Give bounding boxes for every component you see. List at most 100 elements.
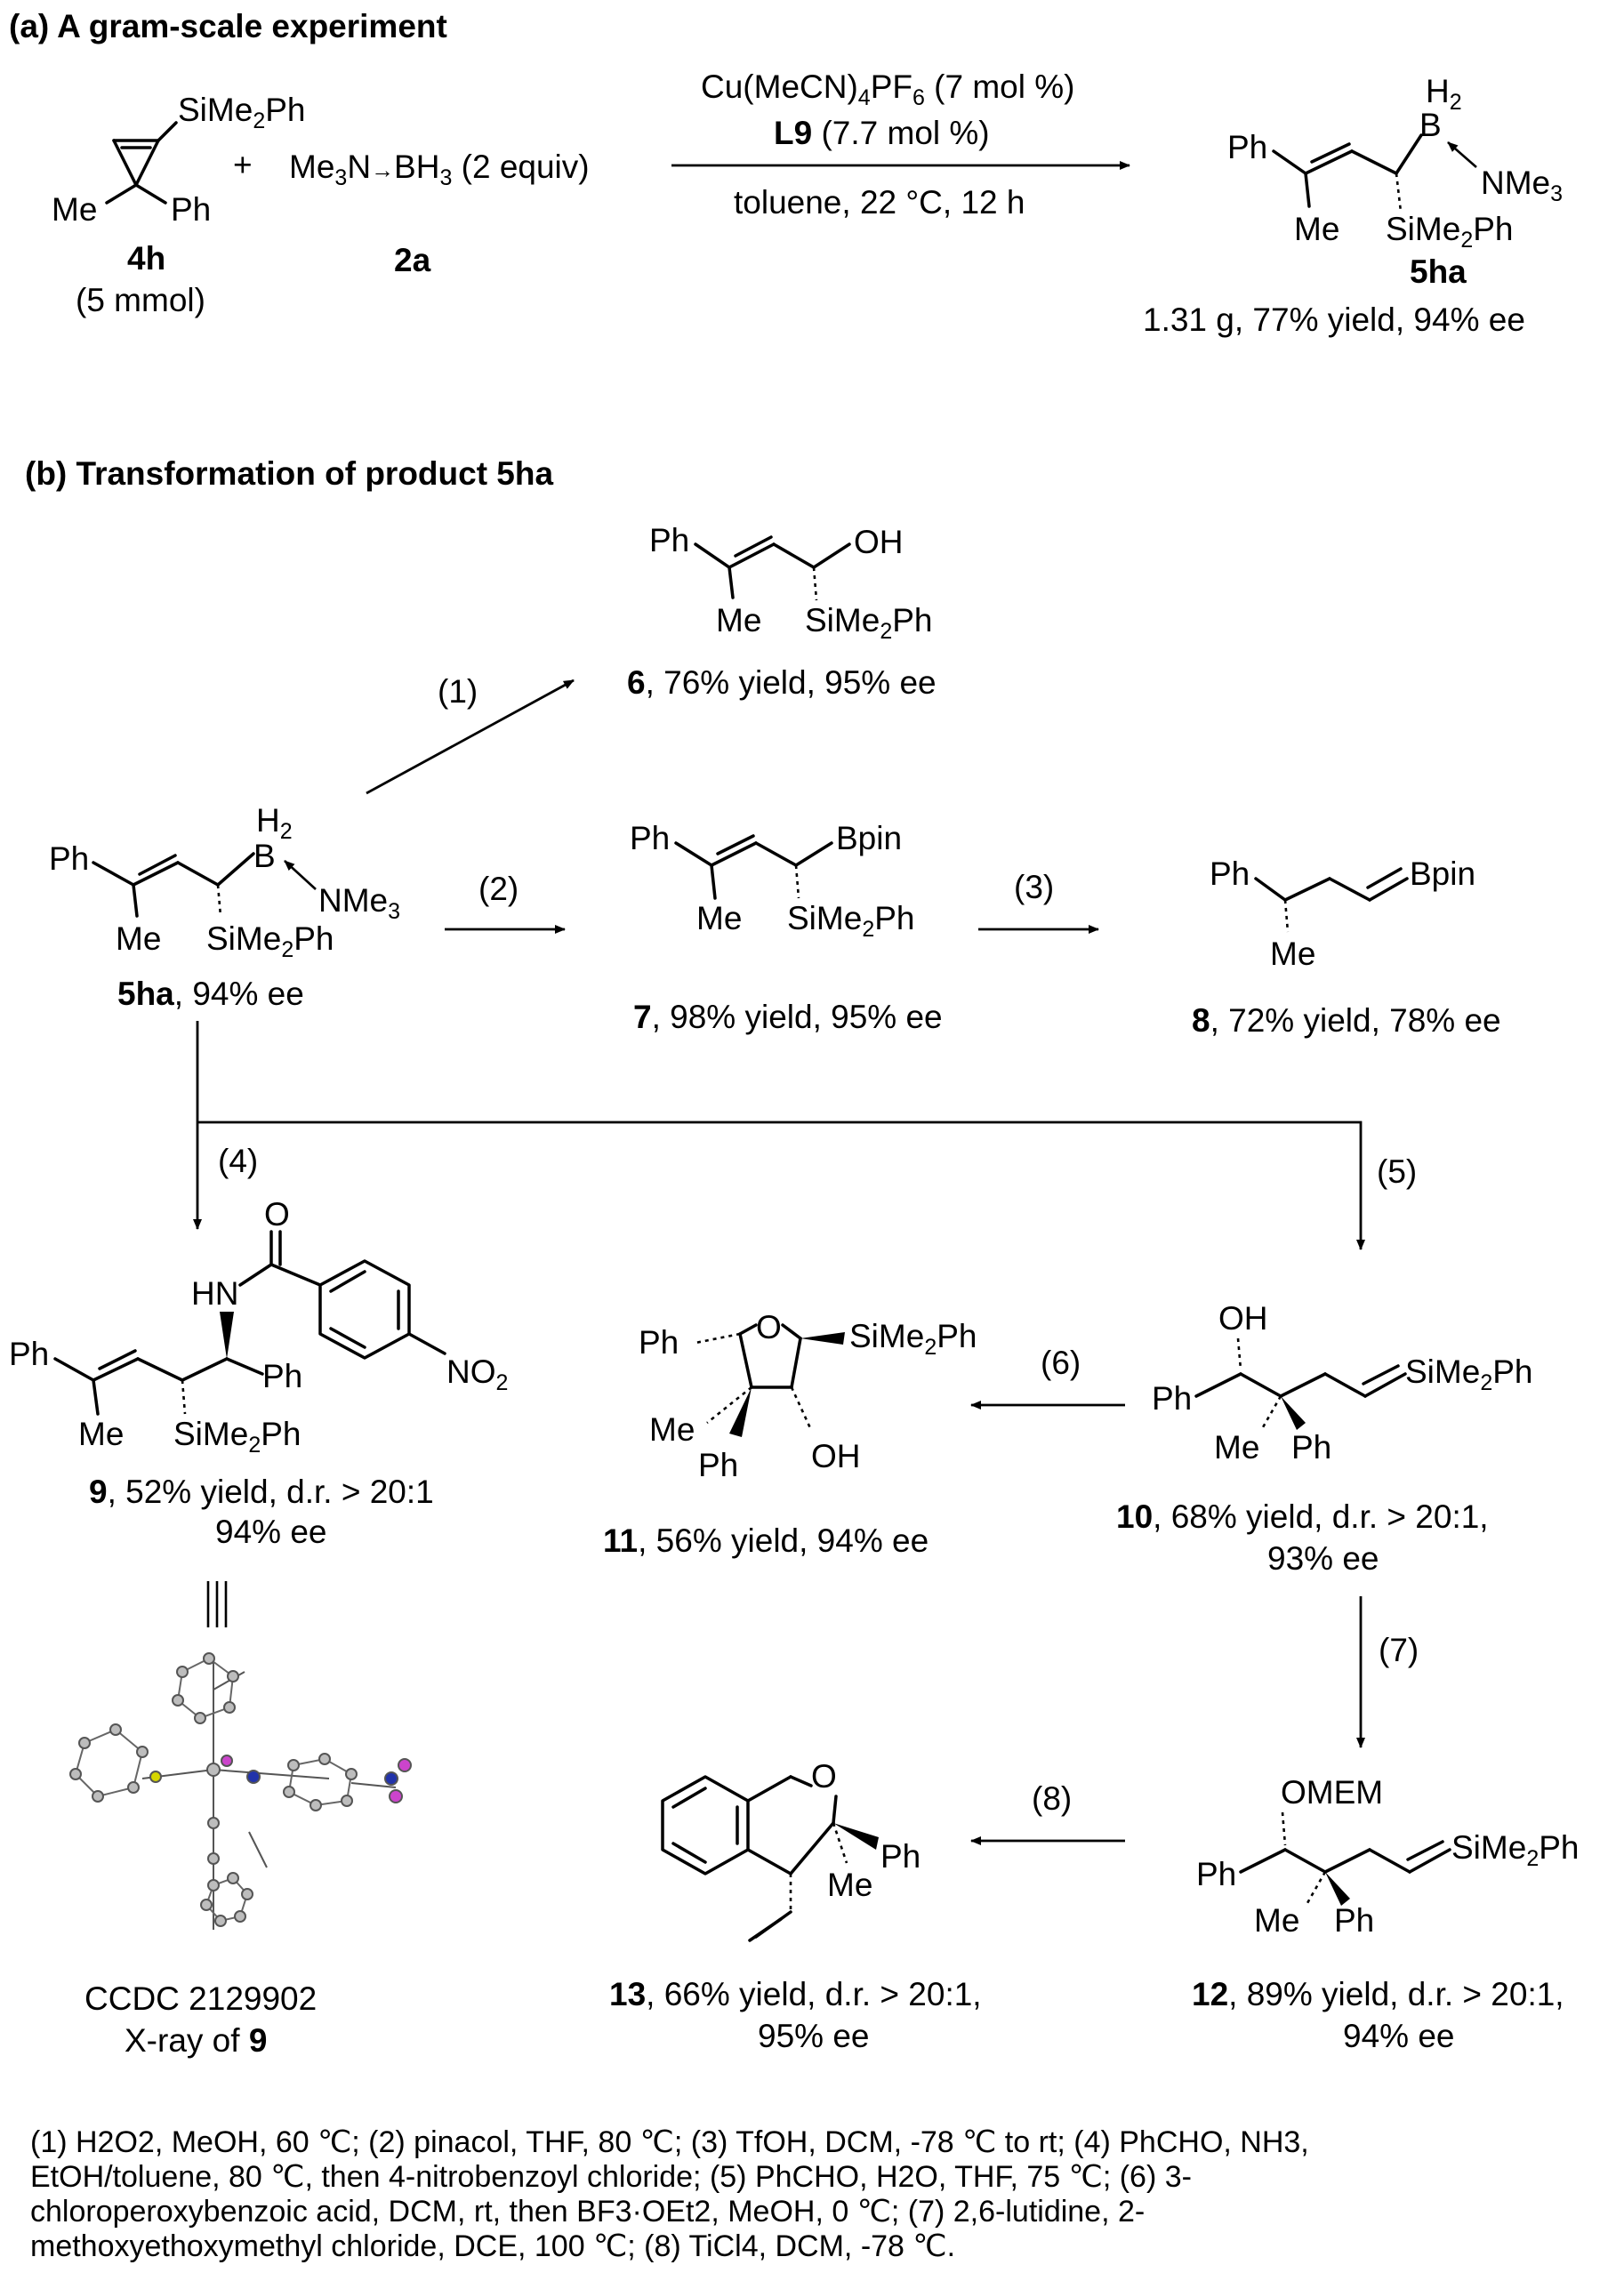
svg-text:NMe3: NMe3 xyxy=(1481,165,1563,206)
svg-text:Ph: Ph xyxy=(649,522,689,558)
svg-text:Ph: Ph xyxy=(1227,129,1267,165)
svg-text:SiMe2Ph: SiMe2Ph xyxy=(849,1318,977,1360)
section-b-title: (b) Transformation of product 5ha xyxy=(25,455,553,492)
conditions-text: toluene, 22 °C, 12 h xyxy=(734,184,1025,221)
svg-text:O: O xyxy=(811,1758,837,1795)
compound-12-ee: 94% ee xyxy=(1343,2018,1455,2054)
svg-text:Me: Me xyxy=(1254,1902,1299,1939)
svg-text:Ph: Ph xyxy=(698,1447,738,1483)
svg-text:Ph: Ph xyxy=(1152,1380,1192,1417)
compound-13-caption: 13, 66% yield, d.r. > 20:1, xyxy=(609,1976,982,2012)
compound-2a-label: 2a xyxy=(394,242,431,278)
svg-text:HN: HN xyxy=(191,1275,238,1312)
footnote-line-4: methoxyethoxymethyl chloride, DCE, 100 ℃… xyxy=(30,2229,956,2263)
section-a-title: (a) A gram-scale experiment xyxy=(9,8,447,44)
svg-text:Me: Me xyxy=(649,1411,695,1448)
compound-7-caption: 7, 98% yield, 95% ee xyxy=(633,999,943,1035)
svg-text:Me: Me xyxy=(827,1867,872,1903)
step-8-label: (8) xyxy=(1032,1780,1072,1817)
ccdc-number: CCDC 2129902 xyxy=(84,1980,317,2017)
footnote-line-3: chloroperoxybenzoic acid, DCM, rt, then … xyxy=(30,2195,1146,2229)
svg-text:Ph: Ph xyxy=(630,820,670,856)
arrow-step-1 xyxy=(366,679,575,795)
plus-sign: + xyxy=(233,147,253,183)
compound-5ha-caption: 5ha, 94% ee xyxy=(117,976,304,1012)
svg-text:Ph: Ph xyxy=(639,1324,679,1361)
svg-text:Me: Me xyxy=(116,920,161,957)
svg-text:Me: Me xyxy=(1294,211,1339,247)
svg-text:SiMe2Ph: SiMe2Ph xyxy=(206,920,334,962)
svg-text:SiMe2Ph: SiMe2Ph xyxy=(173,1416,301,1458)
svg-text:SiMe2Ph: SiMe2Ph xyxy=(1386,211,1513,253)
step-6-label: (6) xyxy=(1041,1345,1081,1381)
svg-text:NO2: NO2 xyxy=(446,1353,508,1395)
svg-text:Bpin: Bpin xyxy=(1410,855,1475,892)
svg-text:H2: H2 xyxy=(256,802,293,844)
svg-text:B: B xyxy=(1419,107,1442,143)
svg-text:OH: OH xyxy=(854,524,904,560)
svg-text:SiMe2Ph: SiMe2Ph xyxy=(1451,1829,1579,1871)
svg-text:Me: Me xyxy=(716,602,761,639)
svg-text:SiMe2Ph: SiMe2Ph xyxy=(787,900,914,942)
footnote-line-2: EtOH/toluene, 80 ℃, then 4-nitrobenzoyl … xyxy=(30,2160,1192,2194)
svg-text:OH: OH xyxy=(811,1438,861,1474)
svg-text:O: O xyxy=(756,1309,782,1345)
svg-text:B: B xyxy=(253,838,276,874)
svg-text:Ph: Ph xyxy=(262,1358,302,1394)
svg-text:Ph: Ph xyxy=(1334,1902,1374,1939)
compound-4h-structure: SiMe2Ph Me Ph xyxy=(52,92,305,228)
svg-text:Me: Me xyxy=(1214,1429,1259,1466)
xray-structure-image xyxy=(69,1652,412,1930)
compound-10-ee: 93% ee xyxy=(1267,1540,1379,1577)
svg-text:Ph: Ph xyxy=(880,1838,921,1875)
svg-text:OMEM: OMEM xyxy=(1281,1774,1383,1811)
compound-11-caption: 11, 56% yield, 94% ee xyxy=(603,1522,929,1559)
compound-8-caption: 8, 72% yield, 78% ee xyxy=(1192,1002,1501,1039)
conditions-footnote: (1) H2O2, MeOH, 60 ℃; (2) pinacol, THF, … xyxy=(30,2125,1600,2264)
compound-2a-formula: Me3N→BH3 (2 equiv) xyxy=(289,149,590,190)
svg-text:SiMe2Ph: SiMe2Ph xyxy=(178,92,305,133)
compound-10-caption: 10, 68% yield, d.r. > 20:1, xyxy=(1116,1498,1489,1535)
step-5-label: (5) xyxy=(1377,1153,1417,1190)
svg-text:Ph: Ph xyxy=(49,840,89,877)
compound-8-structure: Ph Me Bpin xyxy=(1210,855,1475,972)
svg-text:SiMe2Ph: SiMe2Ph xyxy=(1405,1353,1532,1395)
compound-12-structure: OMEM Ph Me Ph SiMe2Ph xyxy=(1196,1774,1579,1939)
compound-12-caption: 12, 89% yield, d.r. > 20:1, xyxy=(1192,1976,1564,2012)
compound-4h-label: 4h xyxy=(127,240,165,277)
compound-6-structure: Ph Me SiMe2Ph OH xyxy=(649,522,932,644)
ligand-text: L9 (7.7 mol %) xyxy=(774,115,990,151)
compound-7-structure: Ph Me SiMe2Ph Bpin xyxy=(630,820,914,942)
catalyst-text: Cu(MeCN)4PF6 (7 mol %) xyxy=(701,68,1074,110)
svg-text:O: O xyxy=(264,1196,290,1233)
svg-text:Bpin: Bpin xyxy=(836,820,902,856)
svg-text:SiMe2Ph: SiMe2Ph xyxy=(805,602,932,644)
svg-text:H2: H2 xyxy=(1426,73,1462,115)
xray-caption: X-ray of 9 xyxy=(125,2022,267,2059)
step-2-label: (2) xyxy=(478,871,519,907)
svg-text:Ph: Ph xyxy=(9,1336,49,1372)
svg-text:Me: Me xyxy=(696,900,742,936)
compound-9-caption: 9, 52% yield, d.r. > 20:1 xyxy=(89,1474,434,1510)
compound-13-structure: O Ph Me xyxy=(661,1758,921,1942)
step-1-label: (1) xyxy=(438,673,478,710)
compound-5ha-structure: Ph Me SiMe2Ph B H2 NMe3 xyxy=(49,802,400,962)
svg-text:Ph: Ph xyxy=(1291,1429,1331,1466)
svg-text:Ph: Ph xyxy=(1210,855,1250,892)
compound-6-caption: 6, 76% yield, 95% ee xyxy=(627,664,937,701)
footnote-line-1: (1) H2O2, MeOH, 60 ℃; (2) pinacol, THF, … xyxy=(30,2125,1309,2159)
compound-4h-amount: (5 mmol) xyxy=(76,282,205,318)
compound-9-ee: 94% ee xyxy=(215,1514,327,1550)
compound-5ha-label-top: 5ha xyxy=(1410,253,1467,290)
compound-5ha-result-top: 1.31 g, 77% yield, 94% ee xyxy=(1143,301,1525,338)
svg-text:Ph: Ph xyxy=(171,191,211,228)
compound-10-structure: OH Ph Me Ph SiMe2Ph xyxy=(1152,1300,1532,1466)
compound-9-structure: Ph Me SiMe2Ph Ph HN O NO2 xyxy=(9,1196,508,1458)
svg-text:OH: OH xyxy=(1218,1300,1268,1337)
svg-text:Me: Me xyxy=(78,1416,124,1452)
compound-5ha-top-structure: Ph Me SiMe2Ph B H2 NMe3 xyxy=(1227,73,1563,253)
compound-13-ee: 95% ee xyxy=(758,2018,870,2054)
svg-text:Me: Me xyxy=(52,191,97,228)
svg-text:Me: Me xyxy=(1270,936,1315,972)
arrow-step-5 xyxy=(197,1120,1365,1250)
